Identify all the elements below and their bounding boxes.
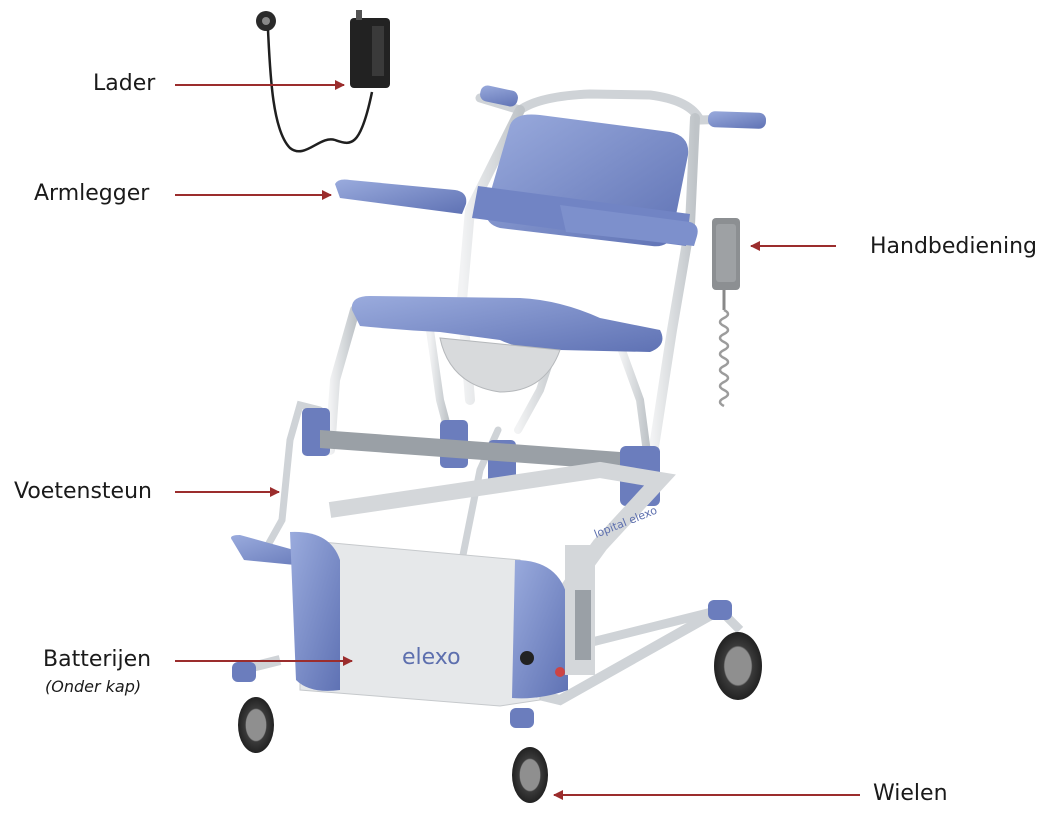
seat xyxy=(352,296,663,392)
label-wielen: Wielen xyxy=(873,783,948,805)
hand-control-illustration xyxy=(712,218,740,406)
label-batterijen: Batterijen xyxy=(43,649,151,671)
base-and-battery-housing: elexo lopital elexo xyxy=(240,470,740,706)
label-voetensteun: Voetensteun xyxy=(14,481,152,503)
label-handbediening: Handbediening xyxy=(870,236,1037,258)
charger-illustration xyxy=(256,10,390,151)
panel-logo-text: elexo xyxy=(402,645,461,670)
label-armlegger: Armlegger xyxy=(34,183,149,205)
label-lader: Lader xyxy=(93,73,155,95)
label-batterijen-note: (Onder kap) xyxy=(45,679,141,695)
